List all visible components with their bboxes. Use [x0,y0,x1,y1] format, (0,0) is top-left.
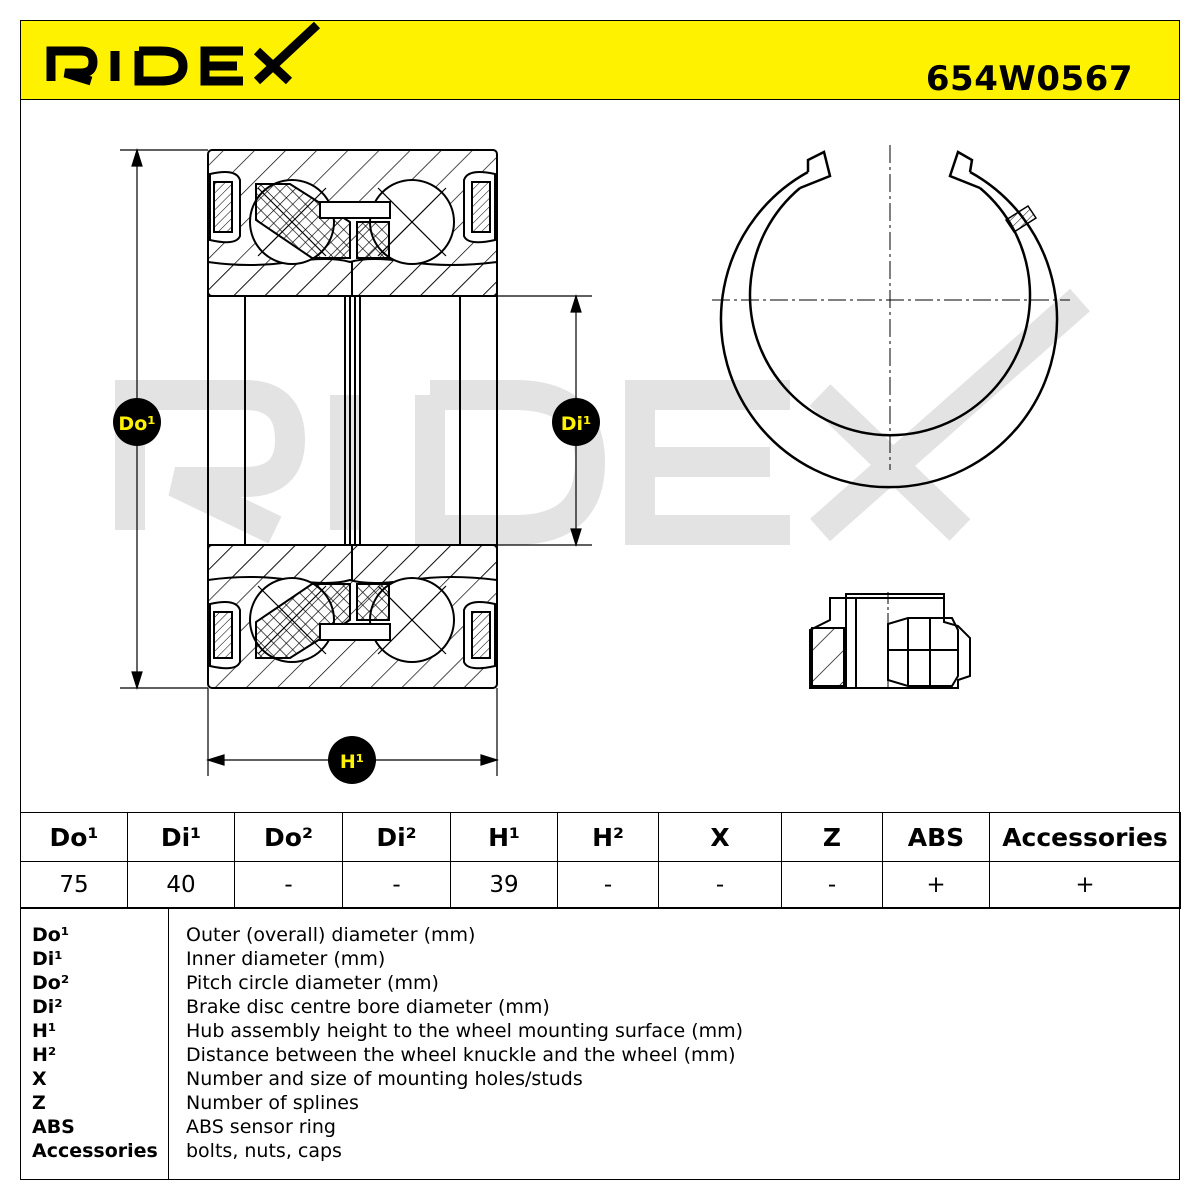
legend-desc: Number and size of mounting holes/studs [186,1068,583,1090]
legend-item: Accessories bolts, nuts, caps [20,1140,1180,1164]
spec-value-cell: 40 [127,861,235,909]
spec-value-cell: - [781,861,883,909]
spec-value-cell: 39 [450,861,558,909]
spec-value-cell: + [989,861,1181,909]
legend-divider [168,908,169,1180]
spec-header-cell: Di² [342,812,451,862]
spec-value-row: 75 40 - - 39 - - - + + [20,861,1181,909]
dimension-badge-h1: H¹ [328,736,376,784]
svg-text:H¹: H¹ [340,751,364,773]
legend-key: X [32,1068,47,1090]
legend-item: ABS ABS sensor ring [20,1116,1180,1140]
legend-desc: Brake disc centre bore diameter (mm) [186,996,550,1018]
legend-desc: Hub assembly height to the wheel mountin… [186,1020,744,1042]
page-frame [20,20,1180,1180]
legend-key: Z [32,1092,46,1114]
ridex-logo [46,21,321,86]
nut-drawing [809,592,971,690]
spec-value-cell: - [342,861,451,909]
spec-header-cell: Di¹ [127,812,235,862]
spec-value-cell: - [658,861,782,909]
spec-value-cell: - [234,861,343,909]
upper-section [207,149,498,297]
legend-item: Do² Pitch circle diameter (mm) [20,972,1180,996]
spec-value-cell: - [557,861,659,909]
bearing-cross-section [207,149,498,689]
legend-key: H¹ [32,1020,57,1042]
lower-section [207,544,498,689]
legend-item: Di¹ Inner diameter (mm) [20,948,1180,972]
spec-value-cell: 75 [20,861,128,909]
legend-item: Z Number of splines [20,1092,1180,1116]
svg-text:Di¹: Di¹ [561,413,592,435]
ridex-watermark [115,288,1090,545]
legend-desc: Distance between the wheel knuckle and t… [186,1044,736,1066]
legend-desc: bolts, nuts, caps [186,1140,342,1162]
legend-desc: Number of splines [186,1092,359,1114]
legend-key: H² [32,1044,57,1066]
legend-key: Di² [32,996,63,1018]
header-bar: 654W0567 [21,21,1179,100]
legend-key: Di¹ [32,948,63,970]
spec-value-cell: + [882,861,990,909]
legend-item: Do¹ Outer (overall) diameter (mm) [20,924,1180,948]
spec-header-cell: H² [557,812,659,862]
legend-key: Do¹ [32,924,70,946]
legend-item: X Number and size of mounting holes/studs [20,1068,1180,1092]
spec-header-cell: X [658,812,782,862]
spec-header-cell: ABS [882,812,990,862]
legend: Do¹ Outer (overall) diameter (mm) Di¹ Inne… [20,907,1180,1180]
spec-table: Do¹ Di¹ Do² Di² H¹ H² X Z ABS Accessorie… [20,812,1181,909]
legend-key: Do² [32,972,70,994]
spec-header-cell: Do¹ [20,812,128,862]
spec-header-cell: Do² [234,812,343,862]
part-number: 654W0567 [925,59,1133,99]
technical-drawing: Do¹ Di¹ H¹ [113,145,1090,784]
legend-item: Di² Brake disc centre bore diameter (mm) [20,996,1180,1020]
spec-header-row: Do¹ Di¹ Do² Di² H¹ H² X Z ABS Accessorie… [20,812,1181,862]
legend-item: H¹ Hub assembly height to the wheel mount… [20,1020,1180,1044]
legend-key: Accessories [32,1140,158,1162]
spec-header-cell: Accessories [989,812,1181,862]
legend-desc: Inner diameter (mm) [186,948,386,970]
svg-text:Do¹: Do¹ [118,413,155,435]
legend-desc: Outer (overall) diameter (mm) [186,924,476,946]
legend-key: ABS [32,1116,75,1138]
dimension-badge-do1: Do¹ [113,398,161,446]
dimension-badge-di1: Di¹ [552,398,600,446]
circlip-drawing [712,145,1070,489]
legend-item: H² Distance between the wheel knuckle and… [20,1044,1180,1068]
legend-desc: ABS sensor ring [186,1116,336,1138]
legend-desc: Pitch circle diameter (mm) [186,972,439,994]
spec-header-cell: Z [781,812,883,862]
spec-header-cell: H¹ [450,812,558,862]
